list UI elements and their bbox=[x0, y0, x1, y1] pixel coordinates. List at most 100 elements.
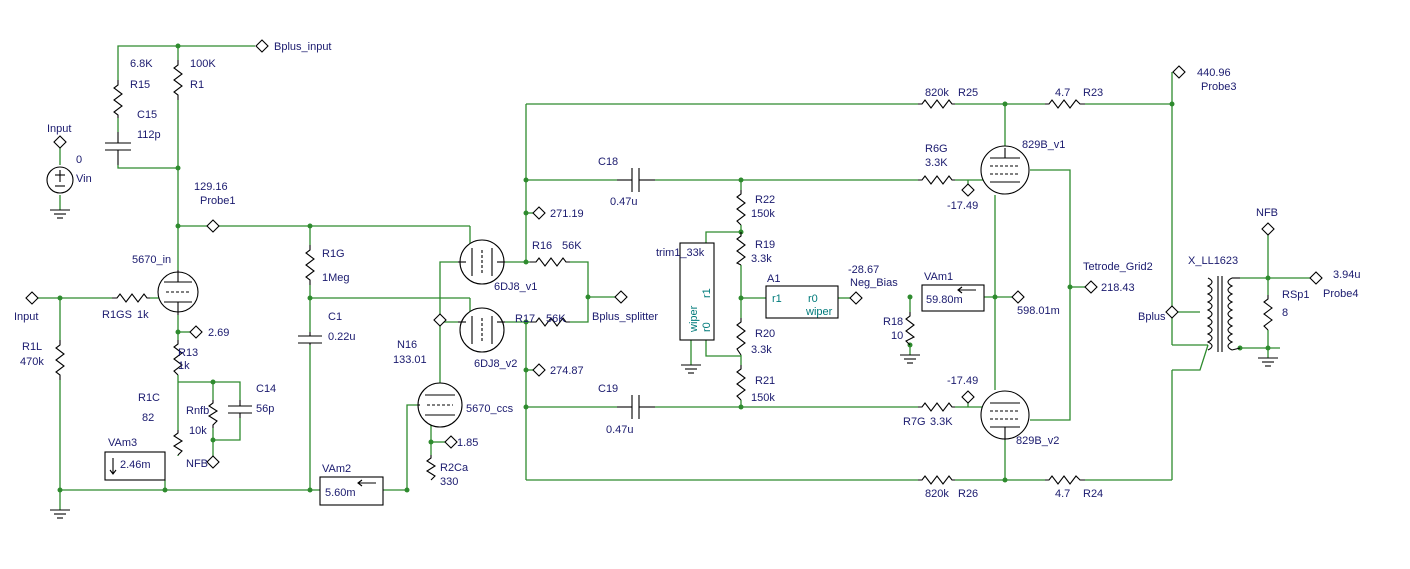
label-r18: R18 bbox=[883, 316, 903, 328]
a1-block[interactable] bbox=[765, 285, 839, 319]
resistor-rnfb bbox=[207, 400, 219, 428]
label-nfb-right: NFB bbox=[1256, 207, 1278, 219]
tube-5670-in[interactable] bbox=[157, 270, 199, 315]
label-x-ll1623: X_LL1623 bbox=[1188, 255, 1238, 267]
label-a1-wiper: wiper bbox=[805, 306, 833, 318]
label-r7g: R7G bbox=[903, 416, 926, 428]
resistor-r18 bbox=[905, 312, 916, 346]
label-r26-value: 820k bbox=[925, 488, 949, 500]
wires bbox=[38, 45, 1310, 510]
label-probe4-value: 3.94u bbox=[1333, 269, 1361, 281]
label-a1-r0: r0 bbox=[808, 293, 818, 305]
label-r26: R26 bbox=[958, 488, 978, 500]
label-r16: R16 bbox=[532, 240, 552, 252]
label-r22-value: 150k bbox=[751, 208, 775, 220]
port-diamond-icon bbox=[1261, 222, 1275, 236]
capacitors[interactable] bbox=[105, 132, 655, 419]
label-vam1: VAm1 bbox=[924, 271, 953, 283]
label-rnfb: Rnfb bbox=[186, 405, 209, 417]
label-input-top: Input bbox=[47, 123, 71, 135]
capacitor-c19 bbox=[617, 395, 655, 419]
label-r2ca: R2Ca bbox=[440, 462, 469, 474]
tube-829b-v2[interactable] bbox=[980, 390, 1030, 440]
tube-5670-ccs[interactable] bbox=[417, 382, 463, 428]
label-r15-value: 6.8K bbox=[130, 58, 153, 70]
transformer-x-ll1623[interactable] bbox=[1206, 276, 1241, 352]
port-diamond-icon bbox=[614, 290, 628, 304]
label-r19: R19 bbox=[755, 239, 775, 251]
label-r23-value: 4.7 bbox=[1055, 87, 1070, 99]
label-c14-value: 56p bbox=[256, 403, 274, 415]
port-diamond-icon bbox=[1011, 290, 1025, 304]
label-rsp1: RSp1 bbox=[1282, 289, 1310, 301]
port-diamond-icon bbox=[849, 291, 863, 305]
port-diamonds[interactable] bbox=[25, 39, 1323, 469]
resistor-r21 bbox=[736, 365, 746, 401]
voltage-source-vin[interactable] bbox=[46, 166, 74, 194]
port-diamond-icon bbox=[255, 39, 269, 53]
resistor-r24 bbox=[1045, 475, 1085, 485]
label-vam3: VAm3 bbox=[108, 437, 137, 449]
resistor-r13 bbox=[173, 340, 183, 376]
port-diamond-icon bbox=[206, 219, 220, 233]
ground-icon bbox=[681, 364, 701, 374]
resistor-r1l bbox=[55, 340, 65, 380]
label-c15: C15 bbox=[137, 109, 157, 121]
ammeter-vam3[interactable] bbox=[104, 451, 166, 481]
label-c15-value: 112p bbox=[137, 129, 161, 141]
resistor-r7g bbox=[918, 402, 955, 412]
label-vam2: VAm2 bbox=[322, 463, 351, 475]
ammeter-vam2[interactable] bbox=[319, 476, 384, 506]
resistor-r25 bbox=[918, 99, 955, 109]
port-diamond-icon bbox=[433, 313, 447, 327]
resistor-r17 bbox=[530, 317, 570, 327]
label-r1l: R1L bbox=[22, 341, 42, 353]
port-diamond-icon bbox=[1309, 271, 1323, 285]
port-diamond-icon bbox=[25, 291, 39, 305]
label-r20: R20 bbox=[755, 328, 775, 340]
label-r15: R15 bbox=[130, 79, 150, 91]
label-trim: trim1_33k bbox=[656, 247, 705, 259]
label-r6g: R6G bbox=[925, 143, 948, 155]
trim-pot-box[interactable] bbox=[679, 242, 715, 341]
ground-icon bbox=[1258, 357, 1278, 367]
label-6dj8-v1: 6DJ8_v1 bbox=[494, 281, 537, 293]
label-probe1-value: 129.16 bbox=[194, 181, 228, 193]
label-bplus-input: Bplus_input bbox=[274, 41, 332, 53]
resistor-rsp1 bbox=[1263, 295, 1273, 331]
label-c18-value: 0.47u bbox=[610, 196, 638, 208]
label-r7g-value: 3.3K bbox=[930, 416, 953, 428]
resistors-horizontal[interactable] bbox=[112, 99, 1085, 485]
label-r24-value: 4.7 bbox=[1055, 488, 1070, 500]
tube-829b-v1[interactable] bbox=[980, 145, 1030, 195]
label-vin: Vin bbox=[76, 173, 92, 185]
label-r1gs-value: 1k bbox=[137, 309, 149, 321]
resistor-r23 bbox=[1045, 99, 1085, 109]
label-bplus: Bplus bbox=[1138, 311, 1166, 323]
label-neg-17-49-a: -17.49 bbox=[947, 200, 978, 212]
label-r13: R13 bbox=[178, 347, 198, 359]
tube-6dj8-v2[interactable] bbox=[458, 307, 505, 353]
label-r6g-value: 3.3K bbox=[925, 157, 948, 169]
tube-6dj8-v1[interactable] bbox=[458, 239, 505, 285]
resistor-r15 bbox=[113, 80, 123, 118]
label-trim-r0: r0 bbox=[701, 322, 713, 332]
label-r1c-value: 82 bbox=[142, 412, 154, 424]
label-c18: C18 bbox=[598, 156, 618, 168]
resistor-r19 bbox=[735, 232, 746, 266]
ground-icon bbox=[50, 209, 70, 219]
resistor-r22 bbox=[736, 190, 746, 226]
resistors[interactable] bbox=[55, 60, 1273, 481]
resistor-r6g bbox=[918, 175, 955, 185]
capacitor-c1 bbox=[298, 332, 322, 345]
resistor-r1 bbox=[173, 60, 183, 100]
ground-symbols bbox=[50, 209, 1278, 519]
label-trim-wiper: wiper bbox=[688, 305, 700, 333]
label-probe4: Probe4 bbox=[1323, 288, 1358, 300]
capacitor-c15 bbox=[105, 132, 131, 165]
label-c14: C14 bbox=[256, 383, 276, 395]
ammeter-vam1[interactable] bbox=[921, 284, 985, 312]
label-r1g: R1G bbox=[322, 248, 345, 260]
label-r13-value: 1k bbox=[178, 360, 190, 372]
label-r22: R22 bbox=[755, 194, 775, 206]
